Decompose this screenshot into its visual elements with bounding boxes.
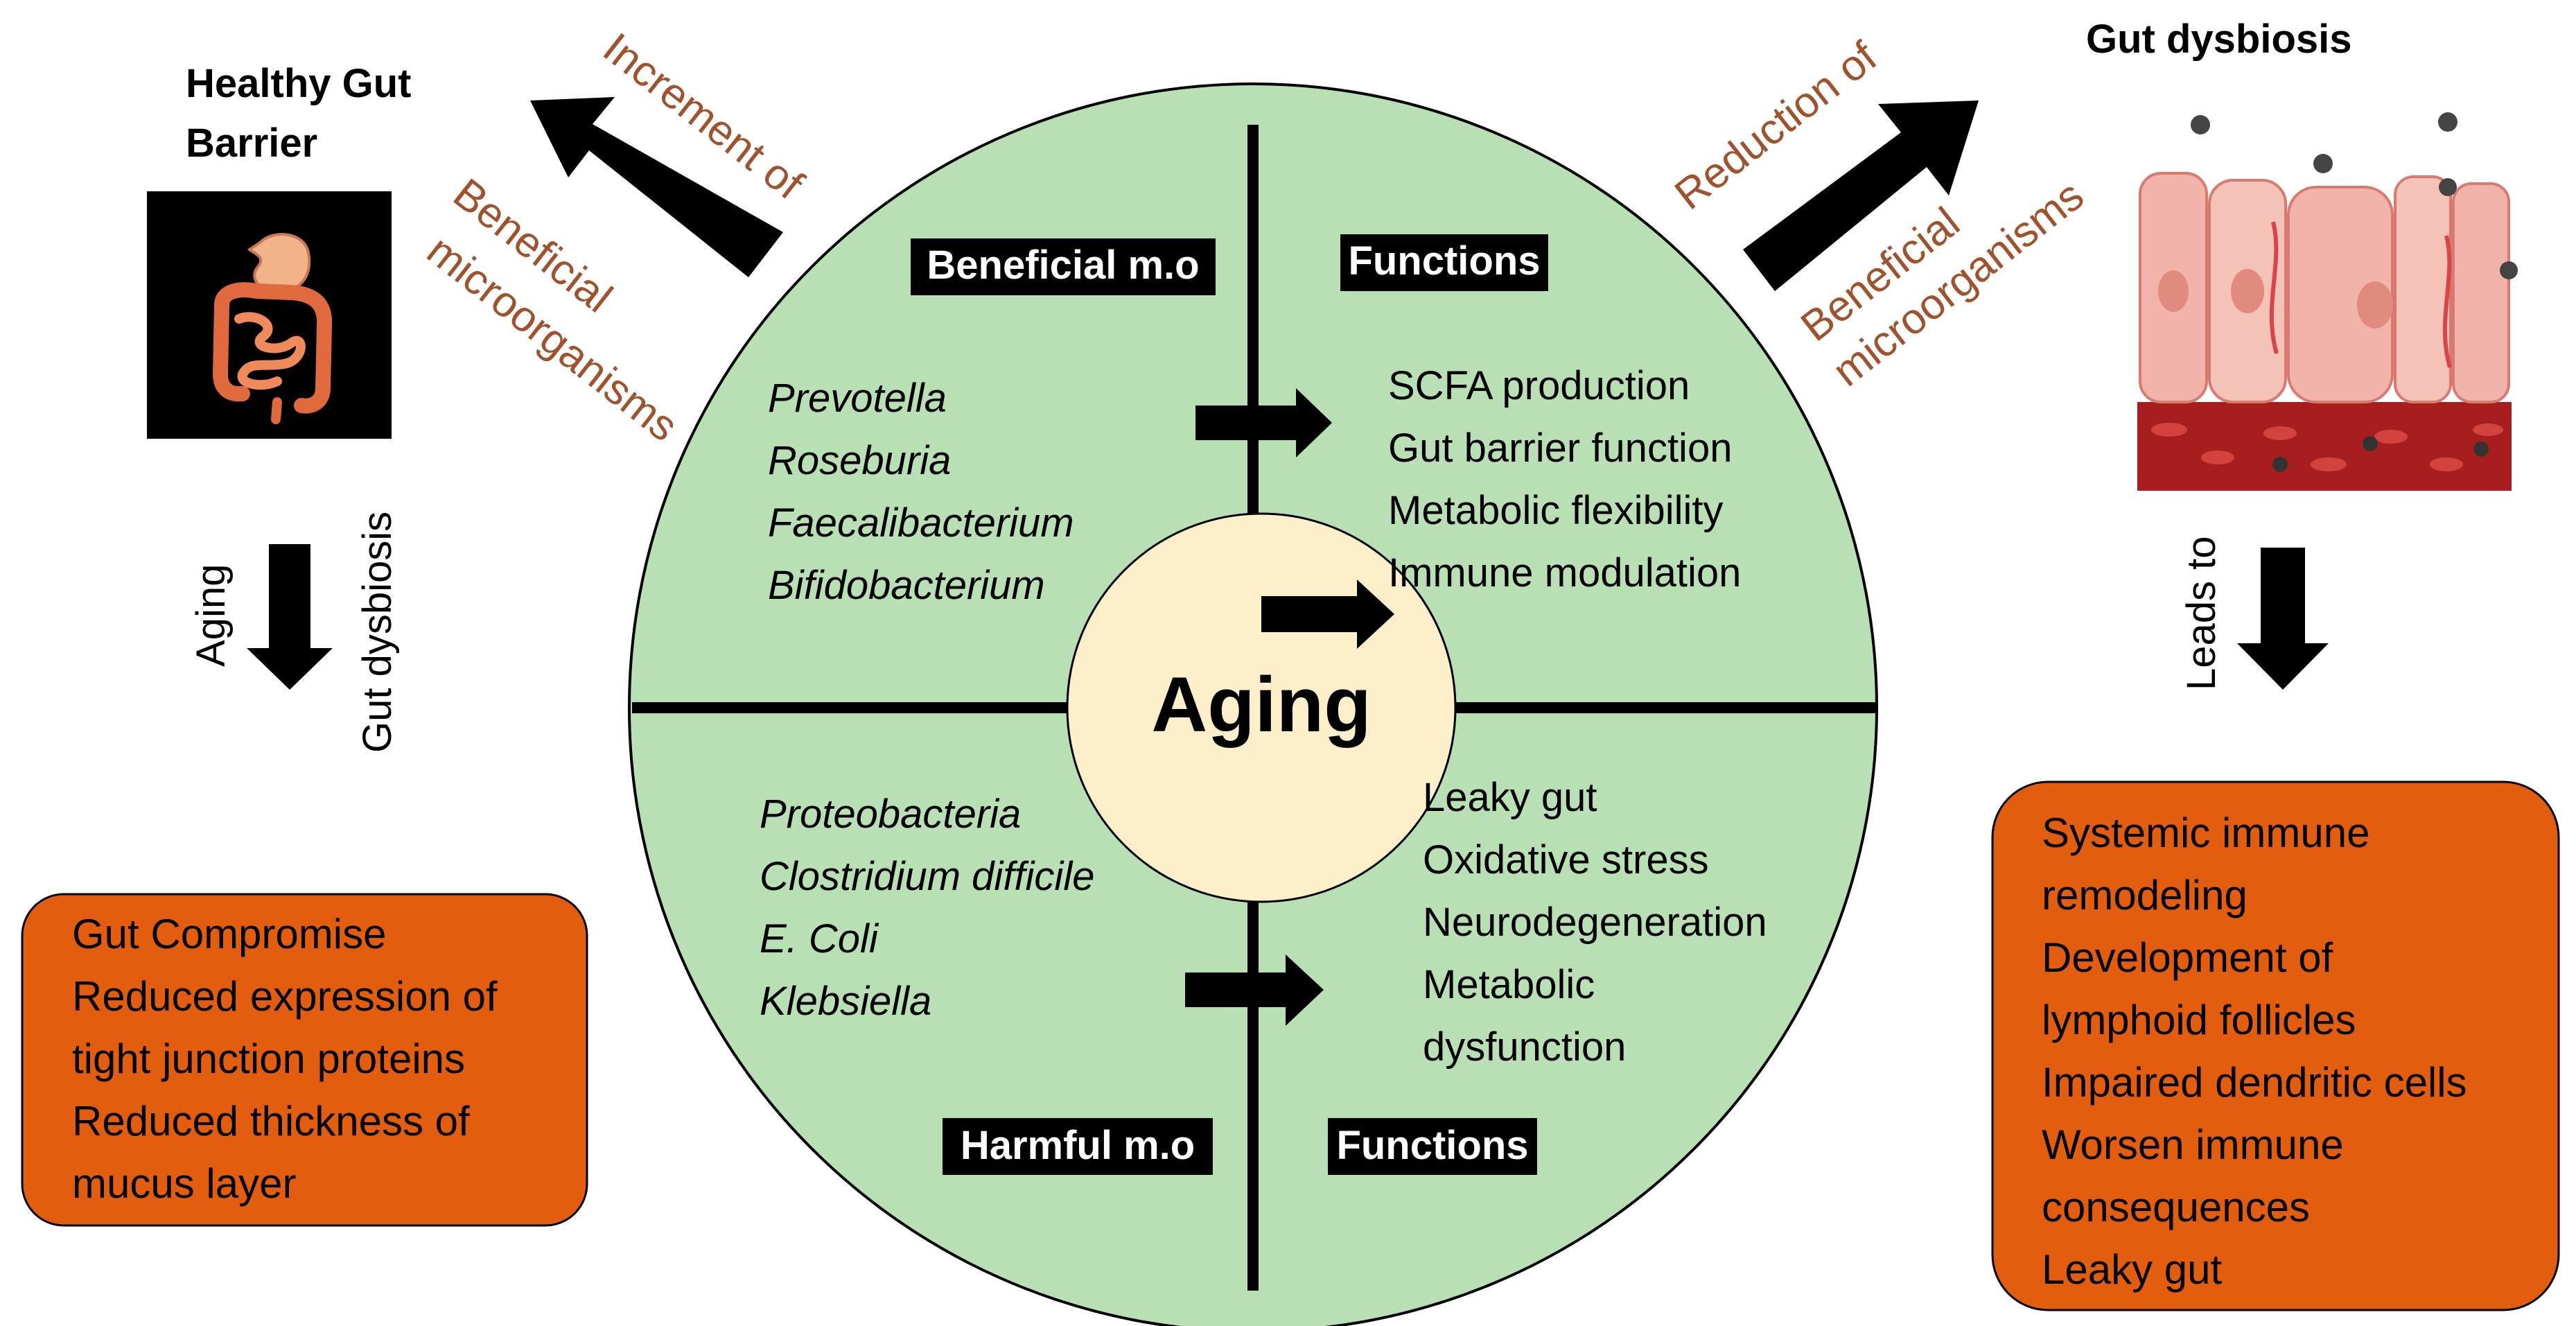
right-box-line: Development of — [2042, 934, 2333, 981]
q2-item: SCFA production — [1388, 363, 1690, 408]
left-box-line: Reduced thickness of — [72, 1098, 470, 1144]
left-down-label-dysbiosis: Gut dysbiosis — [355, 512, 400, 753]
q1-list: Prevotella Roseburia Faecalibacterium Bi… — [768, 376, 1074, 608]
right-down-label: Leads to — [2179, 536, 2224, 690]
left-box-line: Gut Compromise — [72, 911, 386, 957]
q1-header: Beneficial m.o — [911, 238, 1216, 295]
right-box-line: Impaired dendritic cells — [2042, 1059, 2467, 1106]
right-box-line: Worsen immune — [2042, 1122, 2344, 1168]
q1-item: Bifidobacterium — [768, 563, 1045, 608]
right-box-line: Systemic immune — [2042, 810, 2369, 856]
q4-list: Leaky gut Oxidative stress Neurodegenera… — [1423, 775, 1767, 1070]
left-box-line: mucus layer — [72, 1160, 296, 1207]
q4-header: Functions — [1328, 1118, 1537, 1175]
right-consequence-box: Systemic immune remodeling Development o… — [1991, 780, 2560, 1311]
q3-header: Harmful m.o — [943, 1118, 1213, 1175]
left-increment-arrow — [530, 97, 783, 277]
q4-header-label: Functions — [1336, 1123, 1528, 1168]
q1-item: Roseburia — [768, 438, 951, 483]
center-label: Aging — [1151, 661, 1371, 748]
q4-header-bg — [1328, 1118, 1537, 1175]
q4-item: Metabolic — [1423, 962, 1595, 1007]
right-box-line: remodeling — [2042, 872, 2248, 918]
q2-header-bg — [1340, 234, 1548, 291]
right-reduction-arrow — [1743, 101, 1979, 291]
right-box-line: consequences — [2042, 1184, 2310, 1230]
right-title: Gut dysbiosis — [2086, 17, 2352, 62]
q2-item: Metabolic flexibility — [1388, 488, 1724, 533]
left-title-line1: Healthy Gut — [186, 61, 412, 106]
left-down-arrow — [247, 544, 333, 690]
q4-item: Leaky gut — [1423, 775, 1597, 820]
left-consequence-box: Gut Compromise Reduced expression of tig… — [21, 893, 588, 1227]
left-title-line2: Barrier — [186, 121, 317, 166]
q1-header-bg — [911, 238, 1216, 295]
q4-item: Neurodegeneration — [1423, 900, 1767, 945]
q2-list: SCFA production Gut barrier function Met… — [1388, 363, 1741, 595]
q3-item: E. Coli — [760, 916, 879, 961]
q3-header-bg — [943, 1118, 1213, 1175]
right-box-line: Leaky gut — [2042, 1246, 2223, 1293]
digestive-system-icon — [147, 191, 392, 439]
intestinal-epithelium-bacteria-icon — [2137, 112, 2518, 491]
left-arrow-label-1: Increment of — [594, 24, 812, 209]
q2-item: Immune modulation — [1388, 550, 1741, 595]
q3-item: Proteobacteria — [760, 792, 1021, 837]
left-box-line: Reduced expression of — [72, 973, 498, 1020]
q4-item: Oxidative stress — [1423, 837, 1709, 882]
right-box-line: lymphoid follicles — [2042, 997, 2356, 1043]
right-down-arrow — [2237, 548, 2329, 690]
q1-item: Faecalibacterium — [768, 500, 1074, 546]
aging-wheel: Aging — [628, 82, 1878, 1326]
q2-header: Functions — [1340, 234, 1548, 291]
q3-to-q4-arrow — [1185, 954, 1324, 1026]
q2-item: Gut barrier function — [1388, 426, 1732, 471]
q1-to-q2-arrow — [1195, 388, 1332, 457]
q1-item: Prevotella — [768, 376, 947, 421]
q3-item: Clostridium difficile — [760, 854, 1094, 899]
left-box-line: tight junction proteins — [72, 1036, 465, 1082]
q3-item: Klebsiella — [760, 979, 931, 1024]
q4-item: dysfunction — [1423, 1024, 1626, 1070]
q3-header-label: Harmful m.o — [961, 1123, 1195, 1168]
q2-header-label: Functions — [1348, 238, 1540, 283]
center-arrow — [1261, 579, 1394, 649]
q3-list: Proteobacteria Clostridium difficile E. … — [760, 792, 1094, 1024]
left-down-label-aging: Aging — [189, 564, 234, 667]
q1-header-label: Beneficial m.o — [927, 243, 1199, 288]
